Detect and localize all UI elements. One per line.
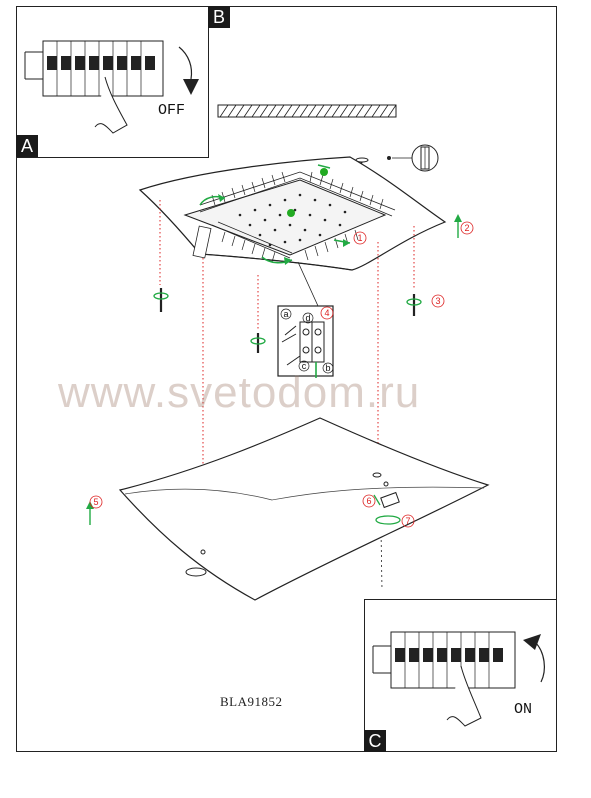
step-marker: 3 — [431, 294, 445, 308]
alignment-lines — [159, 200, 415, 548]
inset-switch-off — [16, 6, 209, 158]
callout-sub-labels: a b c d — [280, 308, 334, 374]
svg-text:6: 6 — [366, 496, 371, 506]
breaker-panel-on — [372, 631, 545, 727]
ceiling-hatch — [217, 104, 397, 118]
svg-text:5: 5 — [93, 497, 98, 507]
inset-tag-c: C — [364, 730, 386, 752]
step-markers: 1 2 3 4 5 6 7 — [89, 221, 474, 528]
step-marker: 5 — [89, 495, 103, 509]
lamp-base-plate — [138, 156, 447, 271]
step-marker: 7 — [401, 514, 415, 528]
svg-text:1: 1 — [357, 233, 362, 243]
step-marker: 1 — [353, 231, 367, 245]
step-marker: 4 — [320, 306, 334, 320]
svg-text:3: 3 — [435, 296, 440, 306]
svg-text:2: 2 — [464, 223, 469, 233]
inset-switch-on — [364, 599, 557, 752]
wall-plug-icon — [387, 144, 439, 172]
svg-text:b: b — [325, 363, 330, 373]
model-code: BLA91852 — [220, 694, 283, 709]
svg-text:c: c — [302, 361, 307, 371]
inset-tag-b: B — [208, 6, 230, 28]
breaker-panel-off — [24, 40, 199, 134]
inset-tag-a: A — [16, 135, 38, 157]
switch-on-label: ON — [514, 701, 533, 718]
step-marker: 6 — [362, 494, 376, 508]
watermark: www.svetodom.ru — [58, 368, 421, 417]
svg-text:d: d — [305, 313, 310, 323]
step-marker: 2 — [460, 221, 474, 235]
page-frame — [16, 6, 557, 752]
svg-text:4: 4 — [324, 308, 329, 318]
glass-shade — [118, 417, 490, 601]
switch-off-label: OFF — [158, 102, 186, 119]
svg-text:7: 7 — [405, 516, 410, 526]
svg-text:a: a — [283, 309, 288, 319]
